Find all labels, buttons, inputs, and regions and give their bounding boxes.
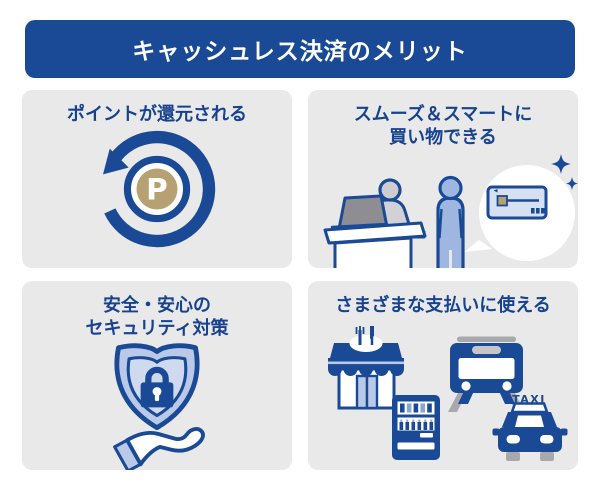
train-icon [448,336,525,412]
vending-machine-icon [392,395,440,460]
store-icon [328,326,404,410]
credit-card-icon [486,185,548,220]
page-title-text: キャッシュレス決済のメリット [132,39,468,65]
point-refund-icon: P [103,130,216,248]
sparkle-small-icon [566,177,578,190]
point-coin [136,168,178,210]
shopping-scene-icon [323,154,578,268]
panel-security: 安全・安心の セキュリティ対策 [22,281,292,470]
panel-points: ポイントが還元される P [22,90,292,268]
panel-payments: さまざまな支払いに使える [308,281,578,470]
panel-payments-title: さまざまな支払いに使える [314,294,572,317]
panel-shopping-title: スムーズ＆スマートに 買い物できる [314,103,572,149]
lock-icon [140,366,174,408]
shield-lock-hand-icon [113,343,205,470]
counter [323,221,427,268]
panel-shopping-title-line1: スムーズ＆スマートに [353,104,533,125]
panel-security-title: 安全・安心の セキュリティ対策 [28,294,286,340]
panel-security-title-line2: セキュリティ対策 [85,318,229,340]
page-title: キャッシュレス決済のメリット [25,20,575,78]
panel-points-title: ポイントが還元される [28,103,286,126]
panel-points-title-line1: ポイントが還元される [67,104,247,125]
panel-security-title-line1: 安全・安心の [103,295,211,316]
sparkle-icon [551,154,571,174]
fork-knife-icon [355,326,374,345]
hand-icon [113,427,205,470]
panel-shopping-title-line2: 買い物できる [389,127,497,149]
panel-payments-title-line1: さまざまな支払いに使える [335,295,551,316]
customer-figure [436,175,465,268]
payment-methods-icons: TAXI [328,326,568,461]
refund-arrow-arc [104,130,216,248]
panel-shopping: スムーズ＆スマートに 買い物できる [308,90,578,268]
point-coin-letter: P [146,172,168,206]
taxi-icon: TAXI [492,393,568,461]
refund-arrow-head [103,148,129,175]
